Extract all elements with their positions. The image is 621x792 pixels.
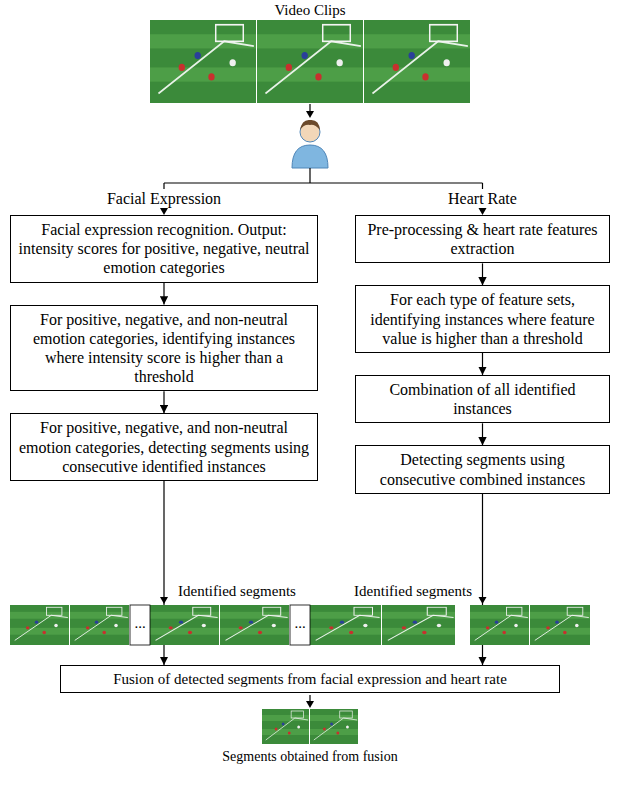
flow-arrow <box>482 263 483 285</box>
box-text: Facial expression recognition. Output: i… <box>17 220 311 278</box>
branch-line <box>164 182 483 183</box>
flow-arrow <box>163 283 164 305</box>
video-frame <box>364 20 470 103</box>
box-text: Combination of all identified instances <box>362 380 603 418</box>
flow-arrow <box>163 391 164 413</box>
viewer-body <box>292 145 328 168</box>
output-caption: Segments obtained from fusion <box>222 749 397 766</box>
ellipsis-mark: ... <box>291 614 308 632</box>
video-clips-picture <box>150 20 470 103</box>
box-text: Pre-processing & heart rate features ext… <box>362 220 603 258</box>
arrow-head <box>479 208 487 215</box>
segment-frame <box>262 709 309 744</box>
picture-title: Video Clips <box>274 1 345 19</box>
box-text: For each type of feature sets, identifyi… <box>362 290 603 348</box>
process-box: Detecting segments using consecutive com… <box>355 445 610 493</box>
process-box: Combination of all identified instances <box>355 375 610 423</box>
gap-frame <box>130 605 150 645</box>
branch-line <box>309 168 310 183</box>
fusion-box: Fusion of detected segments from facial … <box>60 665 560 693</box>
process-box: For positive, negative, and non-neutral … <box>10 413 318 481</box>
arrow-head <box>479 597 487 604</box>
box-text: Detecting segments using consecutive com… <box>362 450 603 488</box>
segment-frame <box>470 605 529 645</box>
branch-label: Heart Rate <box>445 189 520 208</box>
box-text: Fusion of detected segments from facial … <box>67 670 553 688</box>
segment-strip <box>470 605 590 645</box>
strip-label: Identified segments <box>354 582 472 600</box>
process-box: For each type of feature sets, identifyi… <box>355 285 610 353</box>
segment-frame <box>150 605 219 645</box>
segment-frame <box>310 605 381 645</box>
segment-frame <box>382 605 455 645</box>
flow-line <box>309 104 310 112</box>
process-box: Facial expression recognition. Output: i… <box>10 215 318 283</box>
segment-frame <box>310 709 358 744</box>
box-text: For positive, negative, and non-neutral … <box>17 418 311 476</box>
video-frame <box>257 20 363 103</box>
segment-frame <box>530 605 590 645</box>
gap-frame <box>290 605 310 645</box>
segment-frame <box>70 605 129 645</box>
segment-frame <box>10 605 69 645</box>
viewer-icon <box>292 120 328 168</box>
flow-arrow <box>482 353 483 375</box>
flow-arrow <box>482 423 483 445</box>
ellipsis-mark: ... <box>131 614 148 632</box>
viewer-hair <box>300 120 320 130</box>
segment-strip <box>10 605 455 645</box>
process-box: For positive, negative, and non-neutral … <box>10 305 318 392</box>
process-box: Pre-processing & heart rate features ext… <box>355 215 610 263</box>
arrow-head <box>306 111 314 118</box>
arrow-head <box>160 597 168 604</box>
arrow-head <box>306 701 314 708</box>
flow-line <box>309 695 310 702</box>
branch-label: Facial Expression <box>104 189 224 208</box>
video-frame <box>150 20 256 103</box>
box-text: For positive, negative, and non-neutral … <box>17 310 311 387</box>
segment-frame <box>220 605 289 645</box>
arrow-head <box>160 208 168 215</box>
strip-label: Identified segments <box>178 582 296 600</box>
fusion-output <box>262 695 358 744</box>
